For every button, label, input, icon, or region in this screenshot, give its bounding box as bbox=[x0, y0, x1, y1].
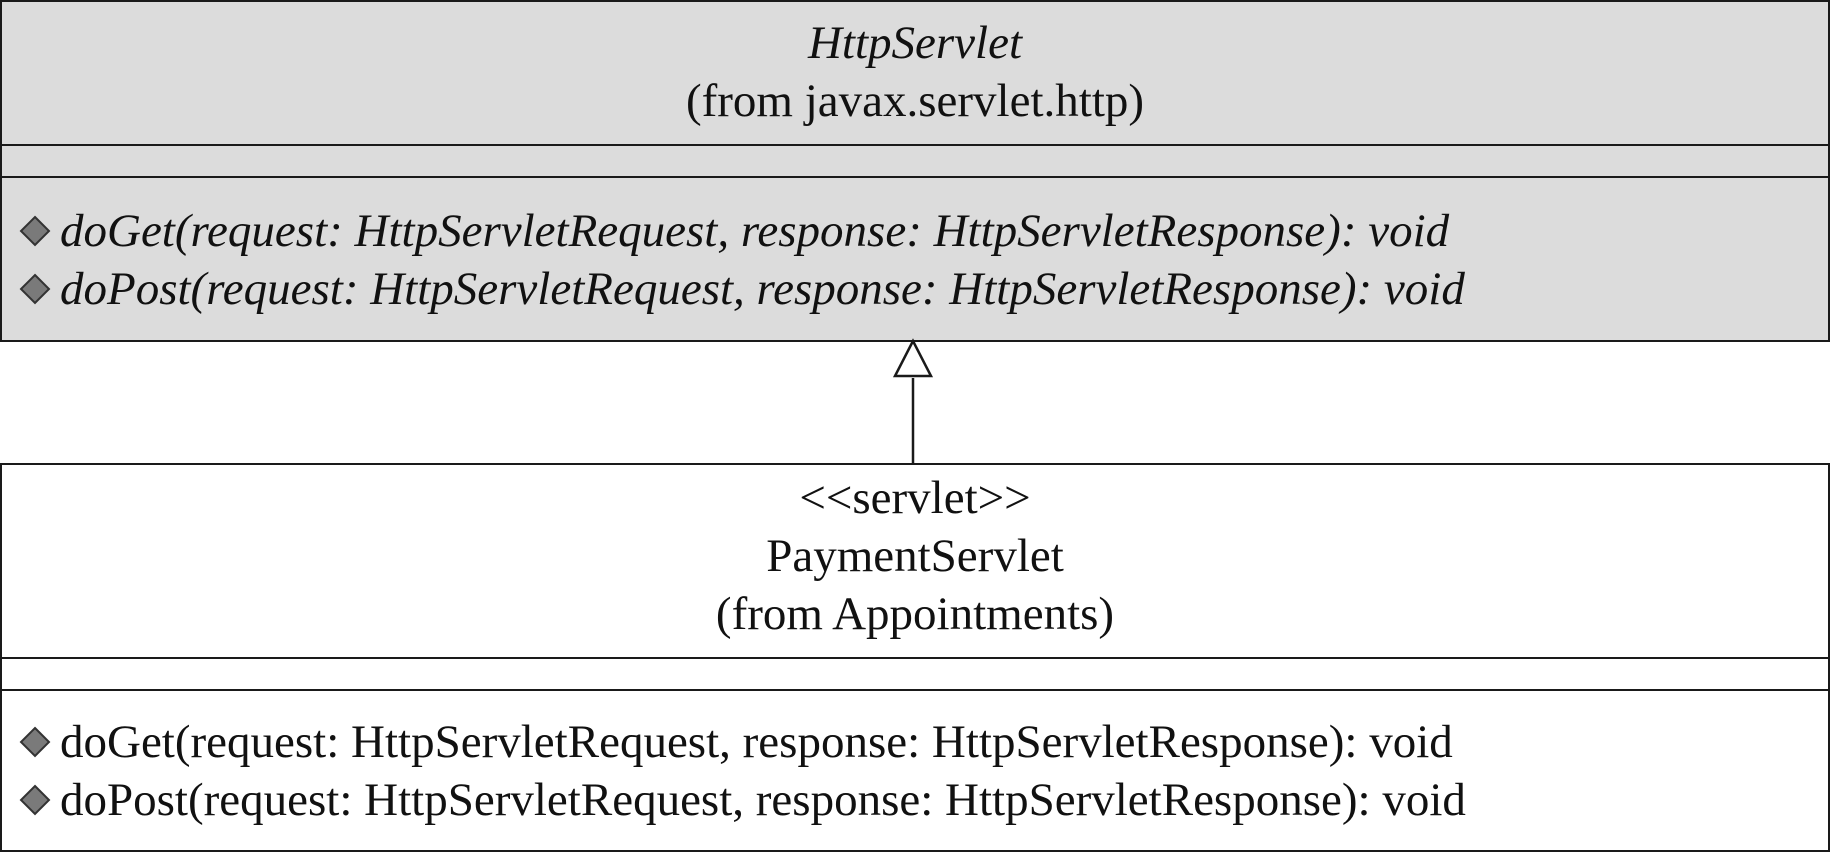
operation-signature: doGet(request: HttpServletRequest, respo… bbox=[60, 716, 1453, 768]
class-box-httpservlet[interactable]: HttpServlet (from javax.servlet.http) do… bbox=[0, 0, 1830, 342]
class-name: PaymentServlet bbox=[766, 530, 1064, 582]
class-name-compartment: HttpServlet (from javax.servlet.http) bbox=[2, 14, 1828, 130]
operation-diamond-icon bbox=[19, 215, 51, 247]
class-box-paymentservlet[interactable]: <<servlet>> PaymentServlet (from Appoint… bbox=[0, 463, 1830, 852]
attribute-compartment-top-divider bbox=[2, 657, 1828, 659]
operation-diamond-icon bbox=[19, 273, 51, 305]
class-package: (from javax.servlet.http) bbox=[685, 75, 1145, 127]
class-stereotype: <<servlet>> bbox=[799, 472, 1031, 524]
operation-signature: doPost(request: HttpServletRequest, resp… bbox=[60, 263, 1465, 315]
hollow-triangle-icon bbox=[892, 338, 934, 378]
class-name: HttpServlet bbox=[807, 17, 1023, 69]
operation-row[interactable]: doPost(request: HttpServletRequest, resp… bbox=[18, 771, 1466, 829]
operation-compartment-top-divider bbox=[2, 176, 1828, 178]
attribute-compartment-top-divider bbox=[2, 144, 1828, 146]
operation-diamond-icon bbox=[19, 784, 51, 816]
operation-diamond-icon bbox=[19, 726, 51, 758]
operation-row[interactable]: doGet(request: HttpServletRequest, respo… bbox=[18, 202, 1449, 260]
operation-row[interactable]: doGet(request: HttpServletRequest, respo… bbox=[18, 713, 1453, 771]
operation-compartment-top-divider bbox=[2, 689, 1828, 691]
operation-signature: doGet(request: HttpServletRequest, respo… bbox=[60, 205, 1450, 257]
operation-row[interactable]: doPost(request: HttpServletRequest, resp… bbox=[18, 260, 1465, 318]
operation-signature: doPost(request: HttpServletRequest, resp… bbox=[60, 774, 1466, 826]
class-package: (from Appointments) bbox=[715, 588, 1115, 640]
class-name-compartment: <<servlet>> PaymentServlet (from Appoint… bbox=[2, 469, 1828, 643]
